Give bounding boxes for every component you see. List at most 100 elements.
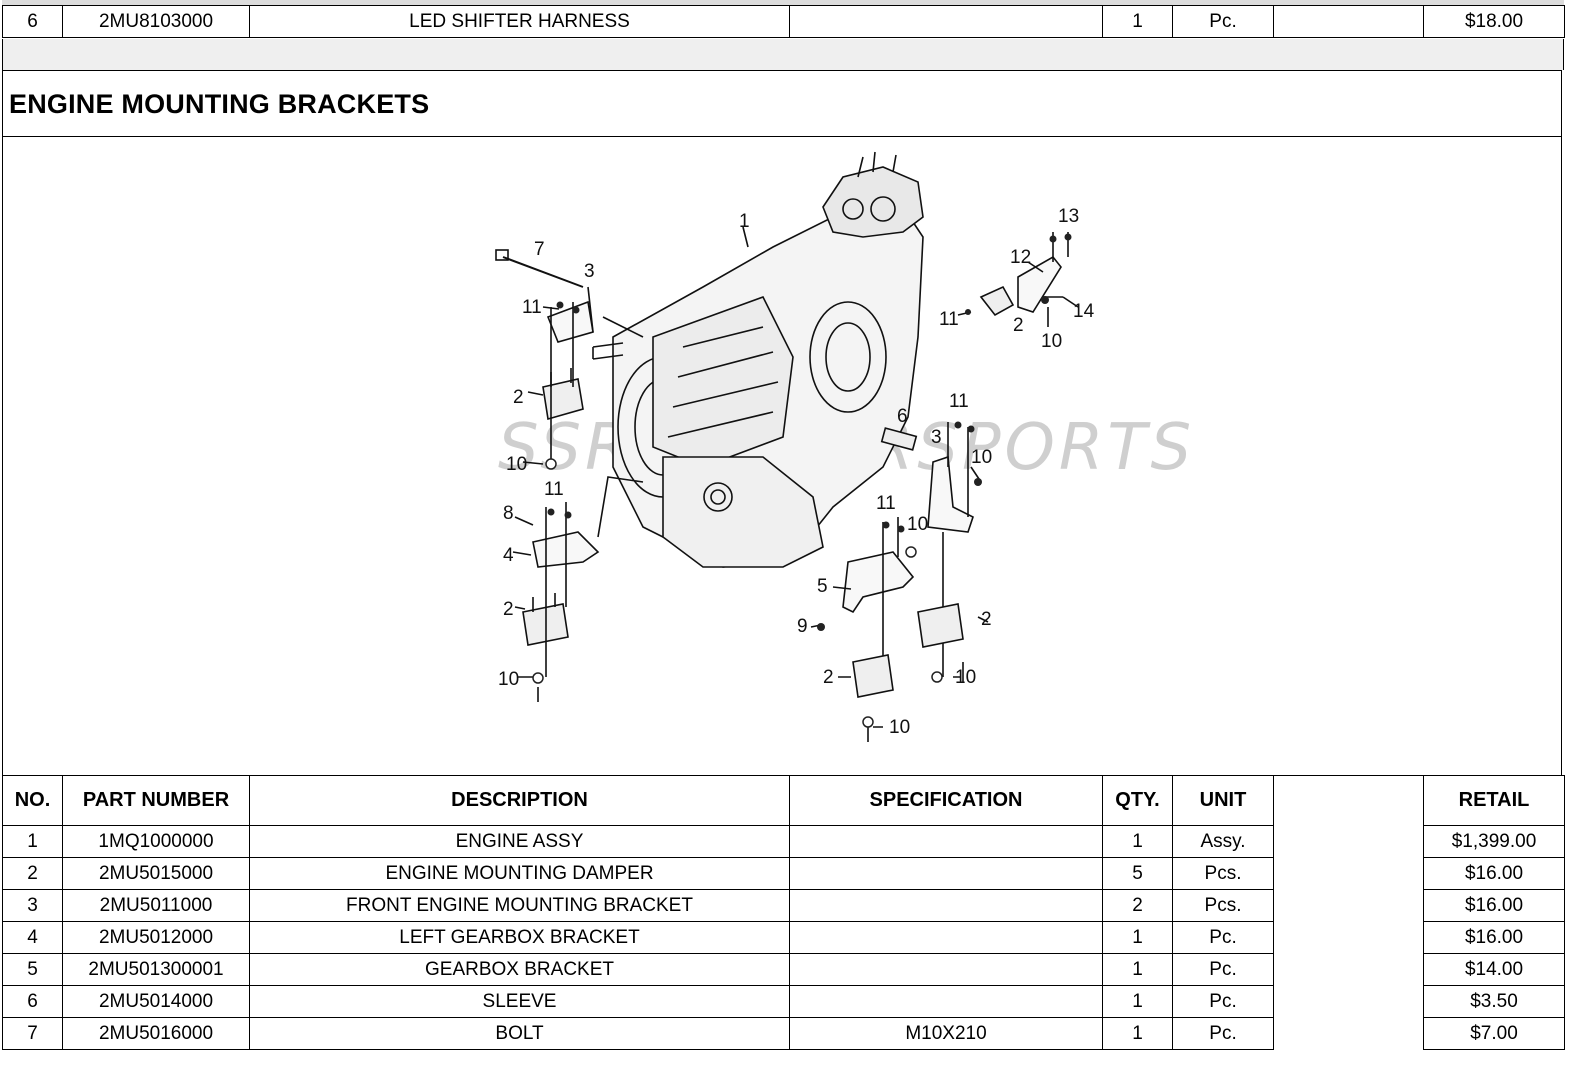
cell-specification [789,985,1103,1018]
header-blank [1273,775,1424,826]
callout-9: 9 [797,616,808,637]
cell-unit: Assy. [1172,825,1274,858]
callout-13: 13 [1058,206,1079,227]
cell-unit: Pc. [1172,953,1274,986]
cell-part-number: 2MU8103000 [62,5,250,38]
callout-10: 10 [506,454,527,475]
callout-2: 2 [503,599,514,620]
callout-10: 10 [971,447,992,468]
parts-table: NO. PART NUMBER DESCRIPTION SPECIFICATIO… [2,775,1565,1050]
header-description: DESCRIPTION [249,775,790,826]
exploded-diagram: SSR MOTORSPORTS [2,137,1562,775]
header-part-number: PART NUMBER [62,775,250,826]
cell-qty: 5 [1102,857,1173,890]
cell-retail: $16.00 [1423,889,1565,922]
callout-2: 2 [513,387,524,408]
callout-11: 11 [949,391,969,412]
cell-unit: Pc. [1172,985,1274,1018]
engine-diagram-svg: SSR MOTORSPORTS [495,151,1191,742]
table-row: 4 2MU5012000 LEFT GEARBOX BRACKET 1 Pc. … [2,921,1565,954]
cell-retail: $3.50 [1423,985,1565,1018]
header-qty: QTY. [1102,775,1173,826]
cell-specification [789,5,1103,38]
cell-specification [789,825,1103,858]
callout-11: 11 [544,479,564,500]
table-row: 6 2MU5014000 SLEEVE 1 Pc. $3.50 [2,985,1565,1018]
section-header: ENGINE MOUNTING BRACKETS [2,70,1562,137]
cell-specification [789,889,1103,922]
callout-6: 6 [897,406,908,427]
cell-blank [1273,857,1424,890]
cell-description: LEFT GEARBOX BRACKET [249,921,790,954]
cell-retail: $18.00 [1423,5,1565,38]
cell-specification: M10X210 [789,1017,1103,1050]
cell-no: 6 [2,985,63,1018]
header-retail: RETAIL [1423,775,1565,826]
cell-no: 1 [2,825,63,858]
table-row: 3 2MU5011000 FRONT ENGINE MOUNTING BRACK… [2,889,1565,922]
cell-unit: Pc. [1172,5,1274,38]
cell-no: 2 [2,857,63,890]
callout-8: 8 [503,503,514,524]
callout-10: 10 [955,667,976,688]
cell-description: SLEEVE [249,985,790,1018]
callout-11: 11 [939,309,959,330]
cell-part-number: 2MU5012000 [62,921,250,954]
cell-retail: $1,399.00 [1423,825,1565,858]
callout-11: 11 [876,493,896,514]
cell-description: GEARBOX BRACKET [249,953,790,986]
callout-10: 10 [889,717,910,738]
callout-11: 11 [522,297,542,318]
callout-7: 7 [534,239,545,260]
cell-specification [789,921,1103,954]
callout-10: 10 [907,514,928,535]
cell-blank [1273,921,1424,954]
callout-10: 10 [1041,331,1062,352]
header-specification: SPECIFICATION [789,775,1103,826]
cell-unit: Pc. [1172,1017,1274,1050]
cell-blank [1273,1017,1424,1050]
callout-14: 14 [1073,301,1095,322]
cell-no: 5 [2,953,63,986]
cell-description: ENGINE ASSY [249,825,790,858]
cell-qty: 1 [1102,1017,1173,1050]
callout-5: 5 [817,576,828,597]
cell-unit: Pcs. [1172,857,1274,890]
cell-part-number: 2MU5016000 [62,1017,250,1050]
cell-no: 6 [2,5,63,38]
callout-2: 2 [1013,315,1024,336]
callout-10: 10 [498,669,519,690]
cell-retail: $16.00 [1423,857,1565,890]
callout-3: 3 [931,427,942,448]
cell-description: FRONT ENGINE MOUNTING BRACKET [249,889,790,922]
cell-qty: 1 [1102,825,1173,858]
table-row: 5 2MU501300001 GEARBOX BRACKET 1 Pc. $14… [2,953,1565,986]
cell-blank [1273,5,1424,38]
cell-qty: 1 [1102,5,1173,38]
callout-4: 4 [503,545,514,566]
cell-blank [1273,825,1424,858]
callout-1: 1 [739,211,750,232]
cell-qty: 1 [1102,953,1173,986]
cell-unit: Pc. [1172,921,1274,954]
table-row: 1 1MQ1000000 ENGINE ASSY 1 Assy. $1,399.… [2,825,1565,858]
cell-no: 4 [2,921,63,954]
cell-part-number: 1MQ1000000 [62,825,250,858]
cell-blank [1273,889,1424,922]
callout-2: 2 [981,609,992,630]
previous-section-table: 6 2MU8103000 LED SHIFTER HARNESS 1 Pc. $… [2,5,1565,38]
callout-2: 2 [823,667,834,688]
cell-specification [789,953,1103,986]
callout-3: 3 [584,261,595,282]
header-unit: UNIT [1172,775,1274,826]
cell-qty: 1 [1102,985,1173,1018]
header-no: NO. [2,775,63,826]
callout-12: 12 [1010,247,1031,268]
section-title: ENGINE MOUNTING BRACKETS [9,89,430,119]
cell-qty: 2 [1102,889,1173,922]
cell-description: ENGINE MOUNTING DAMPER [249,857,790,890]
table-header-row: NO. PART NUMBER DESCRIPTION SPECIFICATIO… [2,775,1565,826]
cell-blank [1273,953,1424,986]
cell-part-number: 2MU5014000 [62,985,250,1018]
cell-no: 7 [2,1017,63,1050]
